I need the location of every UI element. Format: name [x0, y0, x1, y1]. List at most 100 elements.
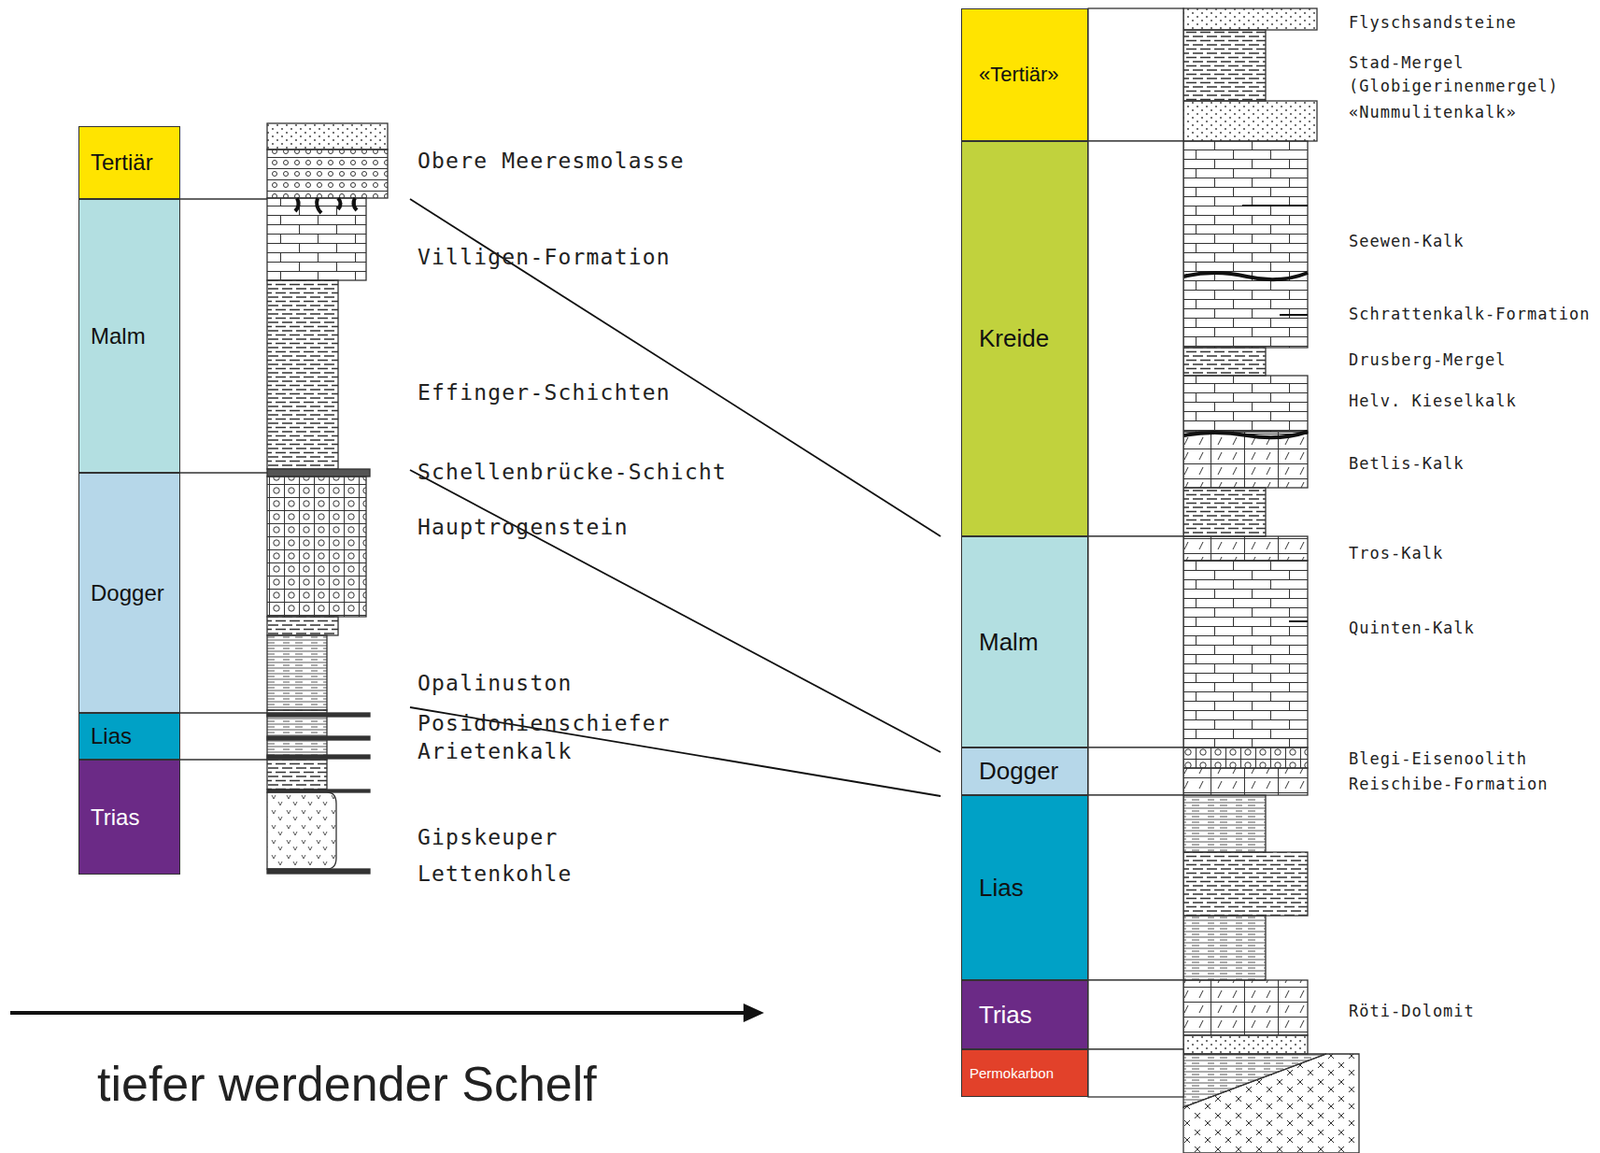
correlation-line [410, 469, 941, 752]
formation-name: Flyschsandsteine [1348, 12, 1517, 33]
blank-cell [1088, 141, 1184, 537]
formation-name: Quinten-Kalk [1348, 617, 1475, 638]
marl-bed [267, 280, 339, 469]
arrow-shaft [10, 1010, 748, 1015]
period-box: Lias [961, 794, 1089, 980]
karst-infill [295, 198, 357, 213]
period-box: «Tertiär» [961, 8, 1089, 142]
direction-arrow [10, 1003, 765, 1022]
shale-bed [1183, 794, 1266, 852]
period-box: Malm [78, 198, 181, 473]
dolomitic-bed [1183, 536, 1308, 561]
marl-bed [267, 759, 327, 790]
formation-name: Hauptrogenstein [417, 513, 629, 540]
blank-cell [1088, 8, 1184, 142]
shale-bed [267, 635, 327, 710]
period-box: Malm [961, 536, 1089, 748]
siliceous-limestone-bed [1183, 375, 1308, 432]
right-blank-column [1088, 8, 1184, 1097]
period-name: Trias [90, 804, 140, 831]
limestone-bed [267, 198, 367, 281]
limestone-band [267, 868, 370, 874]
formation-name: Reischibe-Formation [1348, 773, 1548, 794]
formation-name: Gipskeuper [417, 823, 558, 850]
marl-bed [1183, 29, 1266, 101]
formation-name: Blegi-Eisenoolith [1348, 748, 1528, 769]
formation-name: Schrattenkalk-Formation [1348, 303, 1590, 325]
blank-cell [1088, 536, 1184, 748]
period-name: Tertiär [90, 149, 154, 176]
formation-name: Tros-Kalk [1348, 542, 1444, 564]
limestone-band [267, 712, 370, 717]
crystalline-basement [1183, 1053, 1360, 1153]
gypsum-bed [267, 792, 337, 869]
correlation-lines [410, 198, 941, 796]
formation-name: «Nummulitenkalk» [1348, 101, 1517, 123]
formation-name: Lettenkohle [417, 860, 573, 887]
blank-cell [1088, 747, 1184, 795]
blank-cell [1088, 794, 1184, 980]
period-box: Lias [78, 712, 181, 760]
boundary-lines [180, 198, 268, 760]
period-box: Dogger [78, 472, 181, 713]
nummulitic-bed [1183, 100, 1317, 142]
formation-name: Schellenbrücke-Schicht [417, 458, 727, 485]
direction-caption: tiefer werdender Schelf [97, 1054, 597, 1113]
dolomite-bed [1183, 979, 1308, 1035]
limestone-bed [1183, 141, 1308, 348]
limestone-band [267, 736, 370, 740]
formation-name: Opalinuston [417, 669, 573, 696]
marl-bed [1183, 347, 1266, 376]
period-name: Permokarbon [969, 1064, 1054, 1081]
formation-name: Röti-Dolomit [1348, 1000, 1475, 1021]
formation-name: Stad-Mergel (Globigerinenmergel) [1348, 51, 1583, 99]
formation-name: Seewen-Kalk [1348, 230, 1465, 252]
period-name: Lias [90, 722, 132, 750]
period-box: Tertiär [78, 126, 181, 199]
period-box: Dogger [961, 747, 1089, 795]
sandstone-bed [1183, 1034, 1308, 1054]
limestone-bed [1183, 560, 1308, 748]
iron-oolite-bed [1183, 747, 1308, 768]
formation-name: Obere Meeresmolasse [417, 147, 685, 174]
hardground-line [1183, 272, 1308, 280]
formation-name: Posidonienschiefer [417, 709, 671, 737]
correlation-line [410, 198, 941, 537]
correlation-line [410, 707, 941, 796]
formation-name: Effinger-Schichten [417, 379, 671, 406]
shale-bed [267, 709, 327, 760]
marly-limestone-bed [1183, 851, 1308, 916]
limestone-band [267, 754, 370, 759]
period-boundary [180, 198, 268, 760]
period-box: Permokarbon [961, 1048, 1089, 1097]
left-lithology-column [267, 123, 388, 874]
right-lithology-column [1183, 8, 1360, 1153]
oolite-bed [267, 476, 367, 617]
bed-mark [1242, 205, 1308, 622]
blank-cell [1088, 1048, 1184, 1097]
hardground-line [1183, 431, 1308, 438]
period-box: Trias [961, 979, 1089, 1049]
period-name: Malm [90, 323, 146, 350]
sandstone-bed [1183, 8, 1317, 30]
shale-bed [1183, 915, 1266, 980]
formation-name: Villigen-Formation [417, 243, 671, 270]
period-name: Trias [978, 1000, 1033, 1030]
period-name: Dogger [90, 580, 165, 607]
dolomitic-bed [1183, 767, 1308, 795]
blank-cell [1088, 979, 1184, 1049]
period-name: Malm [978, 627, 1039, 657]
formation-name: Arietenkalk [417, 737, 573, 765]
arrow-head [743, 1003, 765, 1022]
conglomerate-bed [267, 149, 388, 199]
period-box: Trias [78, 759, 181, 875]
period-name: Dogger [978, 756, 1059, 786]
thin-bed [267, 468, 370, 477]
period-name: «Tertiär» [978, 62, 1060, 87]
formation-name: Drusberg-Mergel [1348, 349, 1507, 370]
formation-name: Betlis-Kalk [1348, 453, 1465, 474]
period-box: Kreide [961, 141, 1089, 537]
marl-bed [1183, 487, 1266, 537]
